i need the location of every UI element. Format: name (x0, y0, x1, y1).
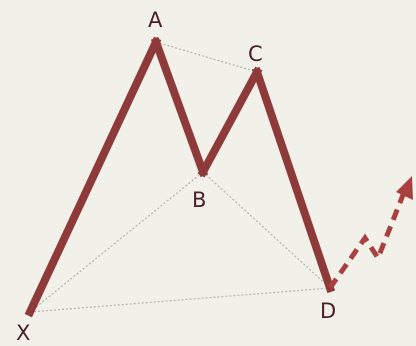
leg-xa (24, 36, 162, 318)
dotted-line-bd (202, 171, 331, 289)
pattern-legs (24, 36, 336, 318)
projection-path (327, 189, 408, 290)
leg-bc (197, 66, 263, 178)
leg-cd (251, 66, 336, 294)
arrow-head-icon (396, 176, 413, 200)
label-b: B (192, 188, 206, 212)
point-labels: X A B C D (16, 8, 336, 345)
dotted-line-xb (29, 171, 204, 313)
label-a: A (148, 8, 163, 32)
label-x: X (16, 321, 30, 345)
projection-arrow (327, 176, 413, 290)
dotted-line-ac (155, 41, 258, 73)
label-d: D (320, 299, 336, 323)
dotted-guide-lines (29, 41, 331, 313)
label-c: C (248, 42, 263, 66)
leg-ab (150, 36, 209, 178)
